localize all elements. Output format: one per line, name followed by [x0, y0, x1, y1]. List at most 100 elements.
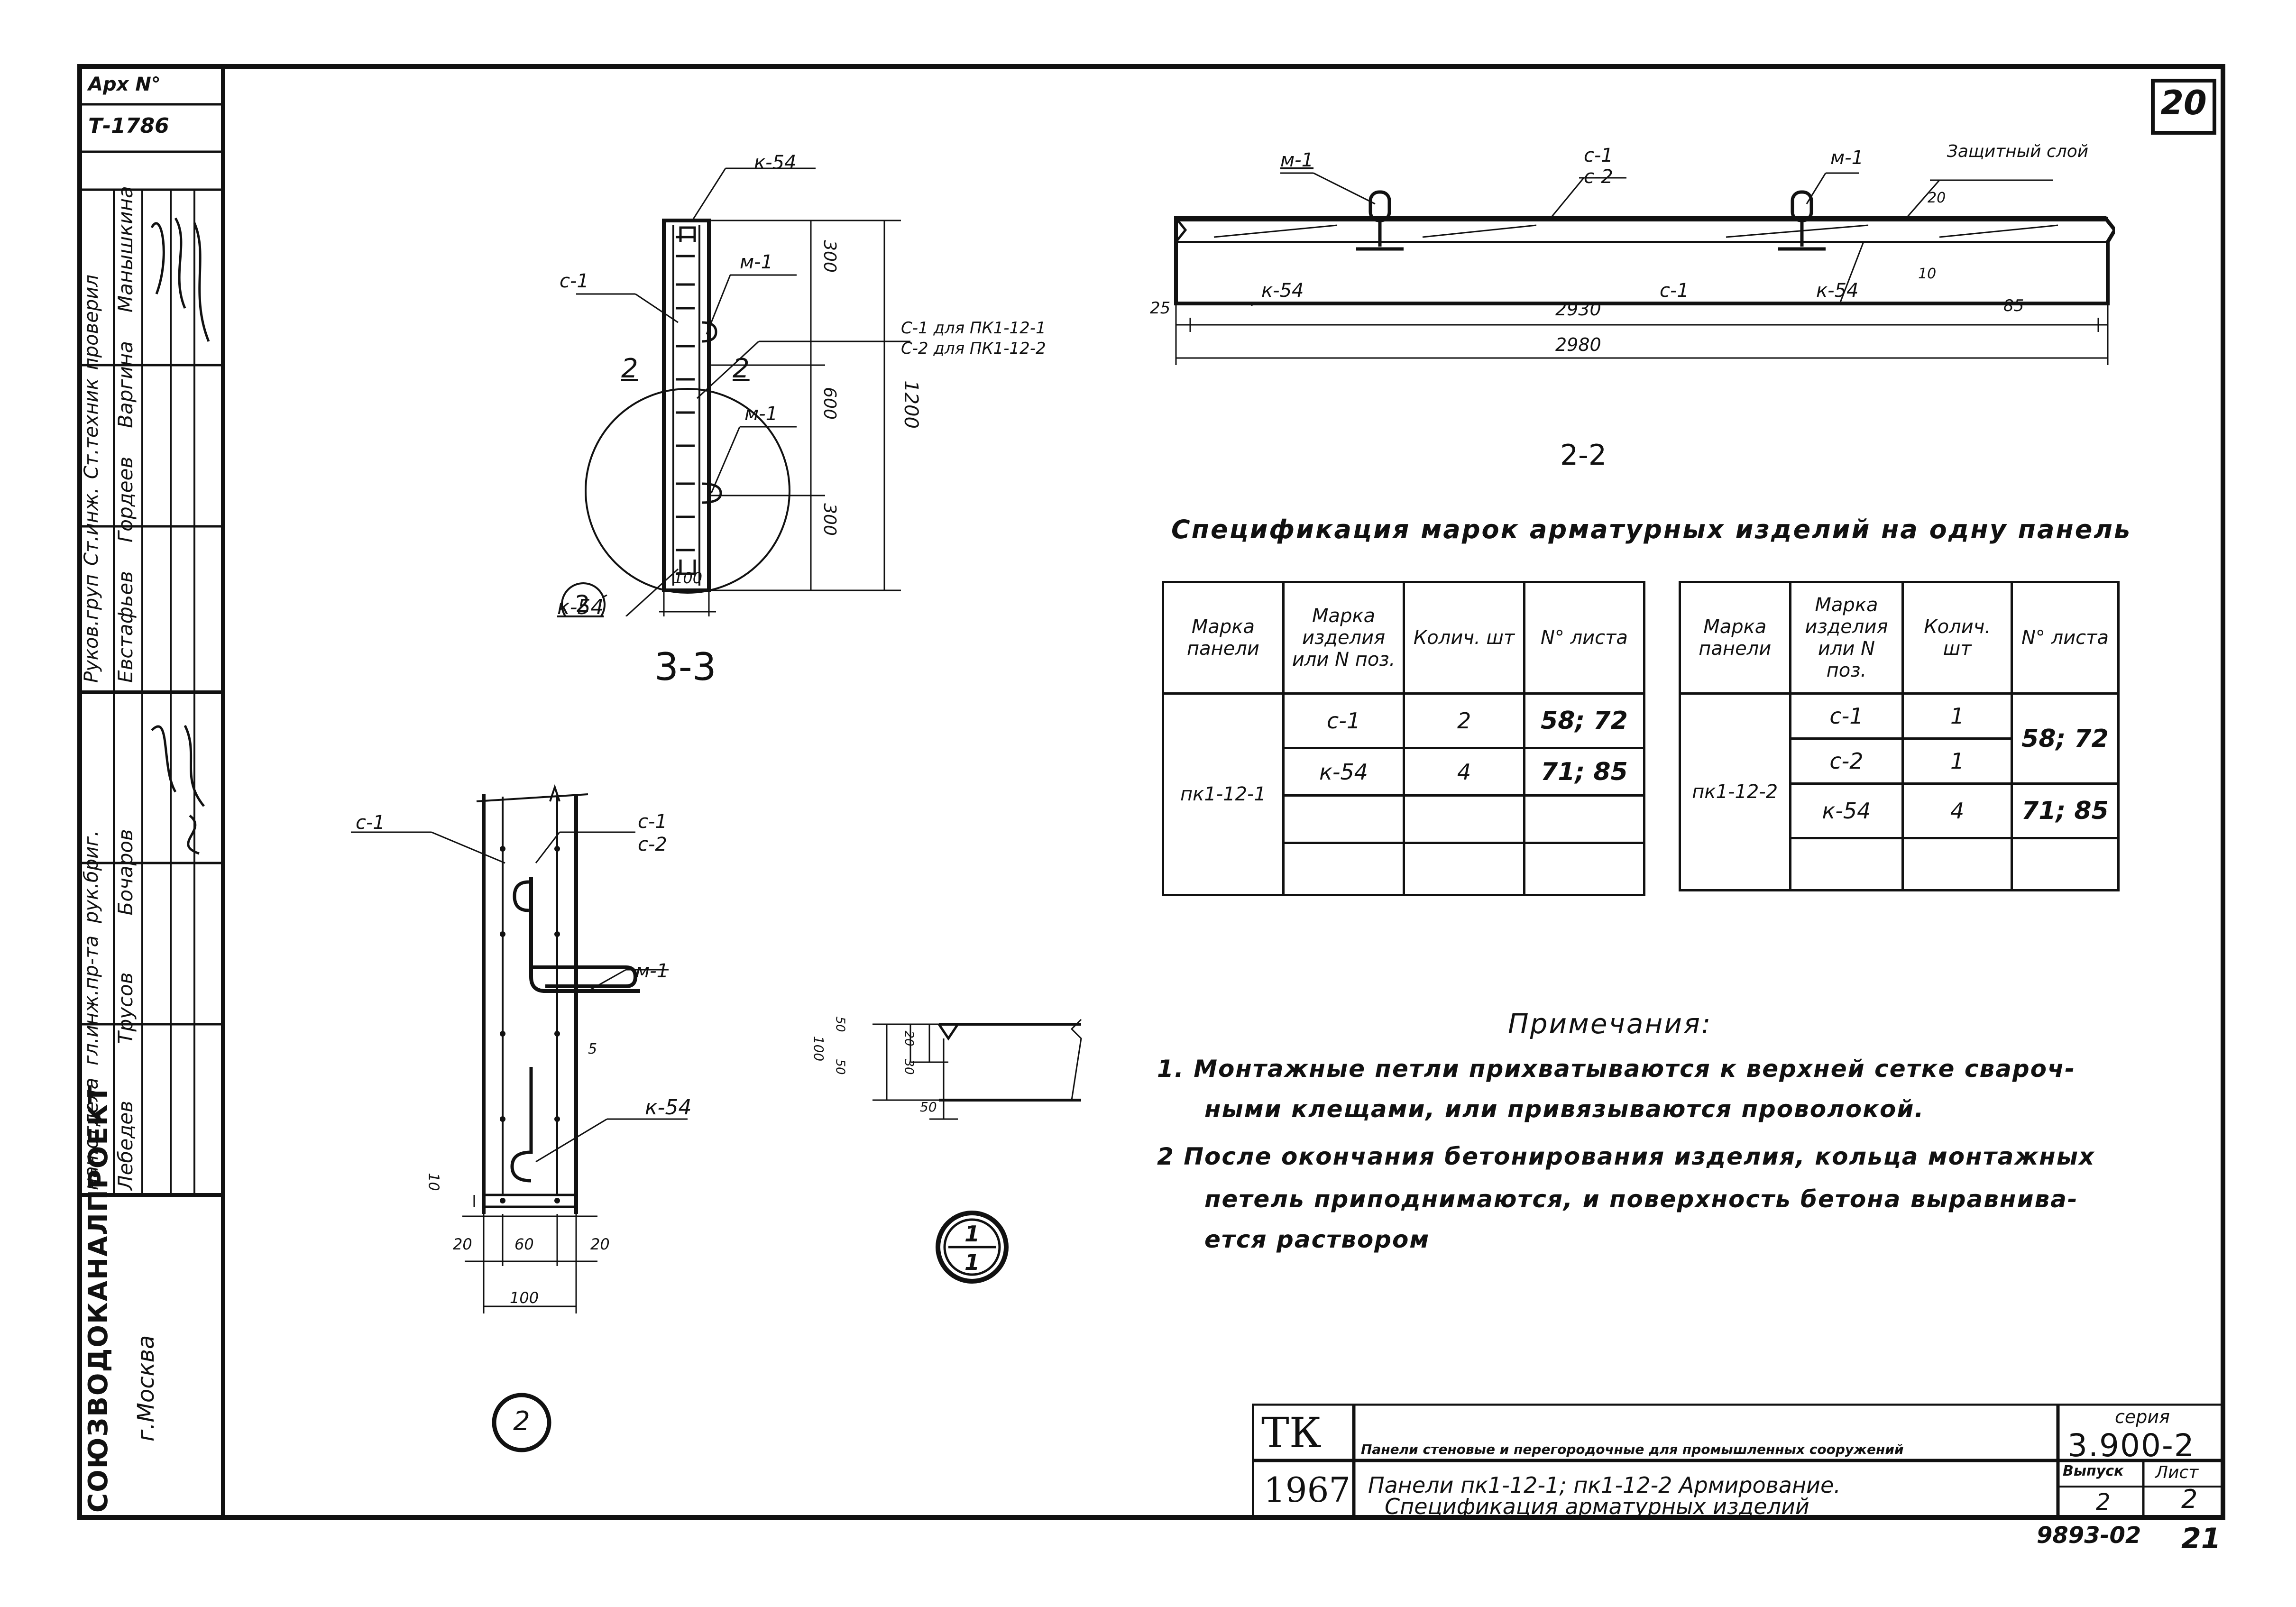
- name-bocharov: Бочаров: [114, 829, 137, 916]
- s33-dim-100: 100: [673, 569, 703, 587]
- s22-label-m1-left: м-1: [1280, 149, 1314, 171]
- section-3-3-drawing: [561, 167, 910, 616]
- title-block-issue-value: 2: [2096, 1489, 2111, 1515]
- t1-empty: [1403, 842, 1525, 896]
- title-block-series-value: 3.900-2: [2067, 1427, 2195, 1464]
- s22-label-c2-top: с-2: [1584, 166, 1613, 188]
- d2-dim-20-right: 20: [590, 1235, 610, 1253]
- d2-dim-60: 60: [514, 1235, 534, 1253]
- t2-r2-qty: 1: [1901, 737, 2013, 785]
- notes-title: Примечания:: [1508, 1008, 1712, 1040]
- detail-1-callout: [936, 1211, 1009, 1284]
- approval-roles: Руков.груп Ст.инж. Ст.техник проверил: [81, 161, 109, 683]
- d2-dim-100: 100: [510, 1289, 539, 1307]
- title-block-sheet-label: Лист: [2155, 1463, 2199, 1482]
- t2-h-qty: Колич. шт: [1901, 581, 2013, 695]
- t1-r2-sheet: 71; 85: [1523, 747, 1646, 797]
- d1-dim-30: 30: [901, 1059, 916, 1075]
- detail-2-callout: [492, 1393, 551, 1452]
- t1-empty: [1282, 794, 1405, 844]
- s33-dim-1200: 1200: [900, 380, 922, 429]
- t1-empty: [1523, 794, 1646, 844]
- title-block-line1: Панели стеновые и перегородочные для про…: [1361, 1442, 1904, 1457]
- t2-h-sheet: N° листа: [2010, 581, 2120, 695]
- d2-label-c2: с-2: [638, 834, 667, 855]
- d1-dim-50-c: 50: [920, 1099, 937, 1115]
- note-line-1: 1. Монтажные петли прихватываются к верх…: [1157, 1055, 2076, 1083]
- s33-label-c2-pk2: С-2 для ПК1-12-2: [901, 339, 1046, 358]
- approval-names-1: Евстафьев Гордеев Варгина Манышкина: [114, 161, 142, 683]
- detail-2-drawing: [351, 784, 688, 1313]
- t2-h-panel: Марка панели: [1679, 581, 1791, 695]
- name-gordeev: Гордеев: [114, 456, 137, 543]
- arch-label: Арх N°: [88, 73, 161, 95]
- note-line-5: ется раствором: [1204, 1226, 1430, 1253]
- s33-label-k54-bottom: к-54: [557, 595, 604, 619]
- d1-dim-20: 20: [901, 1030, 916, 1047]
- t2-r3-sheet: 71; 85: [2010, 782, 2120, 839]
- s22-dim-20: 20: [1928, 190, 1946, 206]
- s22-label-c1-top: с-1: [1584, 145, 1613, 166]
- t1-r2-item: к-54: [1282, 747, 1405, 797]
- name-evstafiev: Евстафьев: [114, 571, 137, 683]
- spec-title: Спецификация марок арматурных изделий на…: [1171, 514, 2132, 544]
- role-6: гл.инж.пр-та: [81, 935, 102, 1065]
- s22-label-k54-right: к-54: [1816, 280, 1859, 302]
- t1-r1-qty: 2: [1403, 692, 1525, 749]
- t1-h-qty: Колич. шт: [1403, 581, 1525, 695]
- signatures: [150, 217, 210, 855]
- d2-label-c1-right: с-1: [638, 811, 667, 833]
- stamp-bottom-right: 21: [2181, 1522, 2221, 1555]
- title-block-series-label: серия: [2115, 1406, 2170, 1427]
- t2-r1-qty: 1: [1901, 692, 2013, 740]
- t2-panel: пк1-12-2: [1679, 692, 1791, 891]
- detail-1-callout-top: 1: [964, 1221, 980, 1247]
- stamp-bottom-left: 9893-02: [2037, 1522, 2141, 1549]
- d2-label-k54: к-54: [645, 1095, 692, 1120]
- t2-r3-item: к-54: [1789, 782, 1904, 839]
- t1-h-item: Марка изделия или N поз.: [1282, 581, 1405, 695]
- t2-r3-qty: 4: [1901, 782, 2013, 839]
- t1-empty: [1523, 842, 1646, 896]
- detail-2-callout-label: 2: [513, 1406, 530, 1437]
- t2-empty: [1789, 837, 1904, 891]
- t1-r1-item: с-1: [1282, 692, 1405, 749]
- s33-label-m1-bottom: м-1: [744, 403, 778, 425]
- detail-1-callout-bottom: 1: [964, 1249, 980, 1275]
- role-4: проверил: [81, 275, 102, 370]
- d2-dim-5: 5: [588, 1041, 597, 1057]
- s33-callout-2: 2: [575, 590, 590, 618]
- s22-label-m1-right: м-1: [1830, 147, 1864, 169]
- s33-dim-300-bottom: 300: [819, 503, 839, 536]
- spec-table-2: Марка панели Марка изделия или N поз. Ко…: [1679, 581, 2120, 891]
- approval-names-2: Лебедев Трусов Бочаров: [114, 716, 142, 1190]
- role-3: Ст.техник: [81, 378, 102, 479]
- name-vargina: Варгина: [114, 341, 137, 428]
- t2-merged-sheet: 58; 72: [2010, 692, 2120, 785]
- t1-r1-sheet: 58; 72: [1523, 692, 1646, 749]
- t2-empty: [2010, 837, 2120, 891]
- note-line-3: 2 После окончания бетонирования изделия,…: [1157, 1143, 2095, 1170]
- t1-h-panel: Марка панели: [1162, 581, 1285, 695]
- note-line-2: ными клещами, или привязываются проволок…: [1204, 1095, 1925, 1123]
- s22-dim-25: 25: [1150, 299, 1171, 318]
- s33-label-2-right: 2: [733, 353, 750, 384]
- spec-table-1: Марка панели Марка изделия или N поз. Ко…: [1162, 581, 1646, 896]
- s33-label-2-left: 2: [621, 353, 638, 384]
- section-2-2-title: 2-2: [1560, 439, 1607, 472]
- s22-dim-85: 85: [2003, 296, 2024, 315]
- note-line-4: петель приподнимаются, и поверхность бет…: [1204, 1185, 2078, 1213]
- d2-label-m1: м-1: [635, 960, 669, 982]
- title-block-frame: [1252, 1404, 2224, 1520]
- d2-label-c1-left: с-1: [356, 812, 385, 834]
- t2-r1-item: с-1: [1789, 692, 1904, 740]
- t1-r2-qty: 4: [1403, 747, 1525, 797]
- page-number: 20: [2160, 83, 2207, 122]
- detail-1-drawing: [872, 1019, 1082, 1120]
- s33-dim-600: 600: [819, 387, 839, 420]
- t2-h-item: Марка изделия или N поз.: [1789, 581, 1904, 695]
- s22-label-protective-layer: Защитный слой: [1939, 142, 2096, 161]
- title-block-issue-label: Выпуск: [2063, 1463, 2124, 1479]
- s22-label-c1-bottom: с-1: [1660, 280, 1689, 302]
